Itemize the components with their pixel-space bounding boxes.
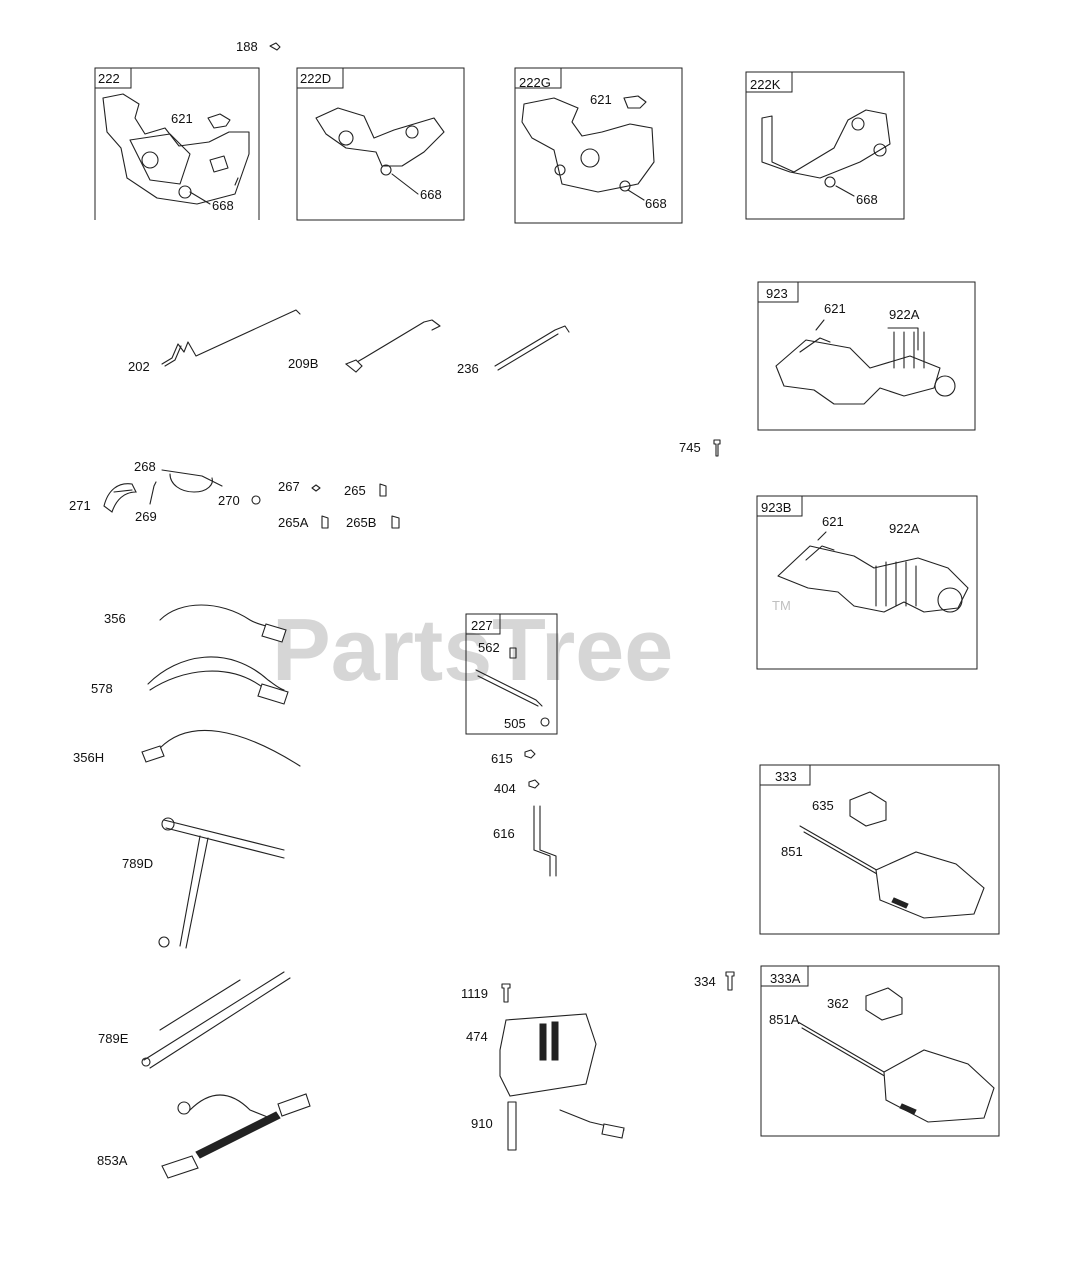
part-265[interactable]: 265 — [344, 483, 387, 498]
part-404-label: 404 — [494, 781, 516, 796]
part-265b-label: 265B — [346, 515, 376, 530]
box-222k-callout-668: 668 — [856, 192, 878, 207]
box-923b-label: 923B — [761, 500, 791, 515]
box-222d-label: 222D — [300, 71, 331, 86]
part-578-label: 578 — [91, 681, 113, 696]
box-222g-label: 222G — [519, 75, 551, 90]
part-188-label: 188 — [236, 39, 258, 54]
part-1119-label: 1119 — [461, 986, 488, 1001]
box-923-callout-621: 621 — [824, 301, 846, 316]
part-474-label: 474 — [466, 1029, 488, 1044]
box-923[interactable]: 923 621 922A — [757, 281, 976, 431]
box-222k-label: 222K — [750, 77, 781, 92]
part-268[interactable]: 268 — [134, 459, 223, 493]
part-267[interactable]: 267 — [278, 479, 321, 494]
part-616[interactable]: 616 — [493, 805, 557, 877]
part-853a[interactable]: 853A — [97, 1093, 311, 1179]
part-789d-label: 789D — [122, 856, 153, 871]
part-404[interactable]: 404 — [494, 779, 540, 796]
part-202[interactable]: 202 — [128, 309, 301, 374]
box-222g-callout-668: 668 — [645, 196, 667, 211]
part-270[interactable]: 270 — [218, 493, 261, 508]
part-334[interactable]: 334 — [694, 971, 735, 991]
box-222d-callout-668: 668 — [420, 187, 442, 202]
box-222-callout-668: 668 — [212, 198, 234, 213]
part-265-label: 265 — [344, 483, 366, 498]
box-333-callout-851: 851 — [781, 844, 803, 859]
box-222g-callout-621: 621 — [590, 92, 612, 107]
box-222-callout-621: 621 — [171, 111, 193, 126]
part-267-label: 267 — [278, 479, 300, 494]
part-270-label: 270 — [218, 493, 240, 508]
part-188[interactable]: 188 — [236, 39, 281, 54]
part-271-label: 271 — [69, 498, 91, 513]
box-227[interactable]: 227 562 505 — [465, 613, 558, 735]
part-474[interactable]: 474 — [466, 1013, 625, 1139]
box-333a-label: 333A — [770, 971, 801, 986]
part-236-label: 236 — [457, 361, 479, 376]
carburetor-drawing — [315, 107, 445, 176]
part-578[interactable]: 578 — [91, 656, 289, 705]
part-265b[interactable]: 265B — [346, 515, 400, 530]
governor-spring-drawing — [777, 531, 969, 613]
part-853a-label: 853A — [97, 1153, 128, 1168]
part-265a-label: 265A — [278, 515, 309, 530]
box-333-label: 333 — [775, 769, 797, 784]
part-789e[interactable]: 789E — [98, 971, 291, 1069]
part-209b-label: 209B — [288, 356, 318, 371]
part-789d[interactable]: 789D — [122, 817, 285, 949]
part-745-label: 745 — [679, 440, 701, 455]
governor-spring-drawing — [775, 319, 956, 405]
part-910-label: 910 — [471, 1116, 493, 1131]
part-356h[interactable]: 356H — [73, 729, 301, 767]
box-333a[interactable]: 333A 362 851A — [760, 965, 1000, 1137]
box-333-callout-635: 635 — [812, 798, 834, 813]
carburetor-drawing — [521, 97, 655, 193]
part-356h-label: 356H — [73, 750, 104, 765]
box-222[interactable]: 222 621 668 — [94, 67, 260, 220]
part-745[interactable]: 745 — [679, 439, 721, 457]
part-269[interactable]: 269 — [135, 481, 157, 524]
watermark: PartsTree — [272, 600, 673, 699]
part-334-label: 334 — [694, 974, 716, 989]
box-333a-callout-851a: 851A — [769, 1012, 800, 1027]
box-333a-callout-362: 362 — [827, 996, 849, 1011]
watermark-trademark: TM — [772, 598, 791, 613]
part-265a[interactable]: 265A — [278, 515, 329, 530]
part-616-label: 616 — [493, 826, 515, 841]
box-227-callout-562: 562 — [478, 640, 500, 655]
part-209b[interactable]: 209B — [288, 319, 441, 373]
part-1119[interactable]: 1119 — [461, 983, 511, 1003]
part-910[interactable]: 910 — [471, 1101, 517, 1151]
box-333[interactable]: 333 635 851 — [759, 764, 1000, 935]
part-356[interactable]: 356 — [104, 604, 287, 643]
carburetor-drawing — [761, 109, 891, 188]
box-222g[interactable]: 222G 621 668 — [514, 67, 683, 224]
box-222d[interactable]: 222D 668 — [296, 67, 465, 221]
part-615-label: 615 — [491, 751, 513, 766]
part-356-label: 356 — [104, 611, 126, 626]
part-268-label: 268 — [134, 459, 156, 474]
part-202-label: 202 — [128, 359, 150, 374]
box-227-callout-505: 505 — [504, 716, 526, 731]
box-923-label: 923 — [766, 286, 788, 301]
part-271[interactable]: 271 — [69, 483, 137, 513]
part-269-label: 269 — [135, 509, 157, 524]
box-923b[interactable]: 923B 621 922A — [756, 495, 978, 670]
box-222k[interactable]: 222K 668 — [745, 71, 905, 220]
part-615[interactable]: 615 — [491, 749, 536, 766]
box-222-label: 222 — [98, 71, 120, 86]
part-236[interactable]: 236 — [457, 325, 570, 376]
part-789e-label: 789E — [98, 1031, 129, 1046]
box-923-callout-922a: 922A — [889, 307, 920, 322]
box-227-label: 227 — [471, 618, 493, 633]
box-923b-callout-621: 621 — [822, 514, 844, 529]
box-923b-callout-922a: 922A — [889, 521, 920, 536]
